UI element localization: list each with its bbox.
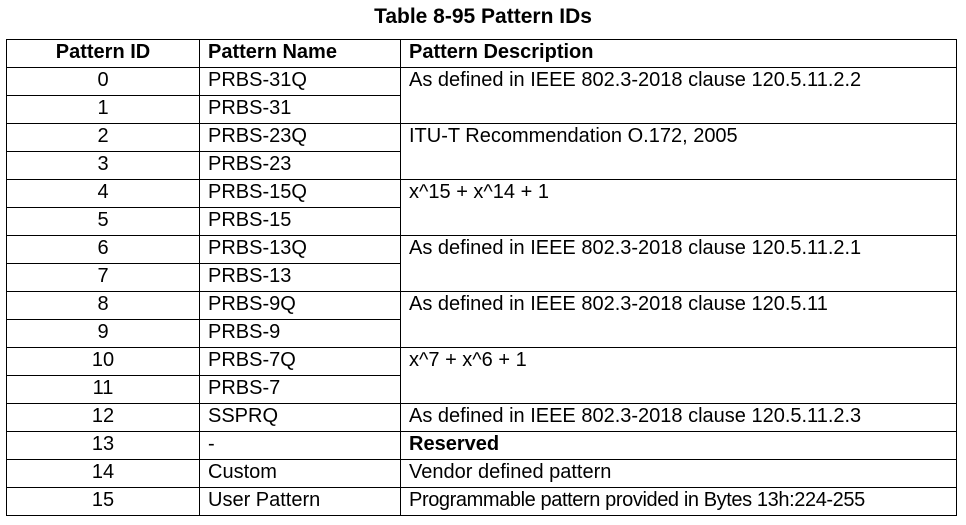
pattern-name-cell: PRBS-15Q <box>199 179 401 208</box>
pattern-name-cell: PRBS-15 <box>199 207 401 236</box>
pattern-id-cell: 1 <box>6 95 200 124</box>
header-pattern-description: Pattern Description <box>400 39 957 68</box>
pattern-description-cell: Programmable pattern provided in Bytes 1… <box>400 487 957 516</box>
table-row: 10 PRBS-7Q x^7 + x^6 + 1 <box>6 347 957 404</box>
table-row: 9 PRBS-9 <box>6 319 957 348</box>
pattern-name-cell: PRBS-23 <box>199 151 401 180</box>
pattern-description-cell: ITU-T Recommendation O.172, 2005 <box>400 123 957 180</box>
pattern-name-cell: SSPRQ <box>199 403 401 432</box>
pattern-name-cell: PRBS-13 <box>199 263 401 292</box>
pattern-name-cell: Custom <box>199 459 401 488</box>
header-pattern-id: Pattern ID <box>6 39 200 68</box>
pattern-id-cell: 5 <box>6 207 200 236</box>
pattern-id-cell: 4 <box>6 179 200 208</box>
table-row: 2 PRBS-23Q ITU-T Recommendation O.172, 2… <box>6 123 957 180</box>
table-title: Table 8-95 Pattern IDs <box>374 5 592 28</box>
pattern-id-cell: 2 <box>6 123 200 152</box>
pattern-name-cell: PRBS-7 <box>199 375 401 404</box>
pattern-name-cell: PRBS-13Q <box>199 235 401 264</box>
pattern-name-cell: PRBS-9Q <box>199 291 401 320</box>
pattern-id-cell: 12 <box>6 403 200 432</box>
table-row: 3 PRBS-23 <box>6 151 957 180</box>
pattern-id-cell: 15 <box>6 487 200 516</box>
pattern-name-cell: PRBS-23Q <box>199 123 401 152</box>
pattern-description-cell: Reserved <box>400 431 957 460</box>
pattern-description-cell: As defined in IEEE 802.3-2018 clause 120… <box>400 291 957 348</box>
table-row: 8 PRBS-9Q As defined in IEEE 802.3-2018 … <box>6 291 957 348</box>
pattern-id-cell: 9 <box>6 319 200 348</box>
header-pattern-name: Pattern Name <box>199 39 401 68</box>
pattern-name-cell: PRBS-7Q <box>199 347 401 376</box>
pattern-description-cell: As defined in IEEE 802.3-2018 clause 120… <box>400 67 957 124</box>
table-row: 4 PRBS-15Q x^15 + x^14 + 1 <box>6 179 957 236</box>
table-row: 6 PRBS-13Q As defined in IEEE 802.3-2018… <box>6 235 957 292</box>
table-row: 15 User Pattern Programmable pattern pro… <box>6 487 957 516</box>
pattern-id-cell: 8 <box>6 291 200 320</box>
pattern-description-cell: As defined in IEEE 802.3-2018 clause 120… <box>400 235 957 292</box>
pattern-name-cell: - <box>199 431 401 460</box>
pattern-id-cell: 7 <box>6 263 200 292</box>
table-row: 13 - Reserved <box>6 431 957 460</box>
pattern-name-cell: PRBS-31 <box>199 95 401 124</box>
pattern-description-cell: x^7 + x^6 + 1 <box>400 347 957 404</box>
pattern-name-cell: User Pattern <box>199 487 401 516</box>
pattern-description-cell: Vendor defined pattern <box>400 459 957 488</box>
table-row: 12 SSPRQ As defined in IEEE 802.3-2018 c… <box>6 403 957 432</box>
pattern-ids-table: Pattern ID Pattern Name Pattern Descript… <box>6 39 957 516</box>
pattern-name-cell: PRBS-9 <box>199 319 401 348</box>
table-row: 7 PRBS-13 <box>6 263 957 292</box>
pattern-id-cell: 3 <box>6 151 200 180</box>
pattern-name-cell: PRBS-31Q <box>199 67 401 96</box>
pattern-id-cell: 6 <box>6 235 200 264</box>
table-row: 0 PRBS-31Q As defined in IEEE 802.3-2018… <box>6 67 957 124</box>
pattern-id-cell: 13 <box>6 431 200 460</box>
pattern-id-cell: 11 <box>6 375 200 404</box>
pattern-id-cell: 10 <box>6 347 200 376</box>
pattern-description-cell: x^15 + x^14 + 1 <box>400 179 957 236</box>
table-header-row: Pattern ID Pattern Name Pattern Descript… <box>6 39 957 68</box>
table-row: 5 PRBS-15 <box>6 207 957 236</box>
table-row: 14 Custom Vendor defined pattern <box>6 459 957 488</box>
pattern-description-cell: As defined in IEEE 802.3-2018 clause 120… <box>400 403 957 432</box>
pattern-id-cell: 14 <box>6 459 200 488</box>
pattern-id-cell: 0 <box>6 67 200 96</box>
